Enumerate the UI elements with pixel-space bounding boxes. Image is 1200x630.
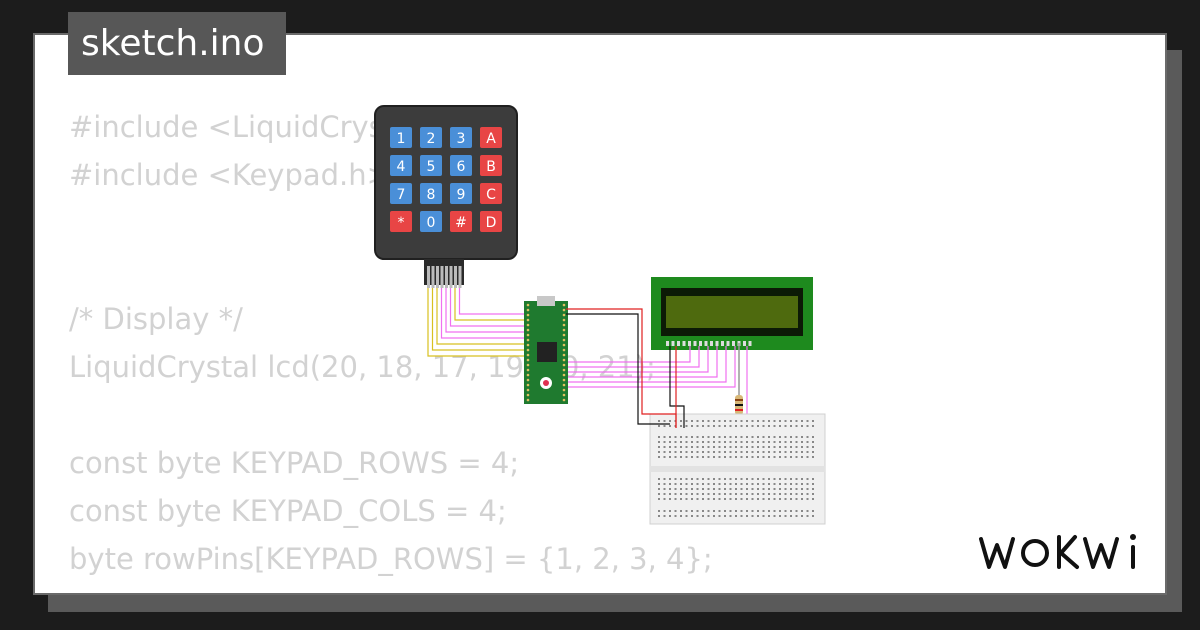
code-line: byte colPins[KEYPAD_COLS] = {5, 6, 7, 8}… xyxy=(69,583,713,593)
keypad-4x4[interactable]: 1 2 3 A 4 5 6 B 7 8 9 C * 0 # D xyxy=(374,105,518,285)
keypad-key-label: 7 xyxy=(397,187,406,203)
breadboard[interactable] xyxy=(649,413,826,525)
keypad-key-label: D xyxy=(486,215,497,231)
keypad-key[interactable]: 5 xyxy=(420,155,442,176)
keypad-key[interactable]: 7 xyxy=(390,183,412,204)
keypad-key-label: C xyxy=(486,187,496,203)
pico-wires xyxy=(566,308,685,428)
code-line: /* Display */ xyxy=(69,302,243,336)
keypad-key-label: B xyxy=(486,159,496,175)
keypad-key-label: 5 xyxy=(427,159,436,175)
keypad-key[interactable]: 8 xyxy=(420,183,442,204)
keypad-key-label: 2 xyxy=(427,131,436,147)
keypad-key-label: 3 xyxy=(457,131,466,147)
keypad-key-label: 0 xyxy=(427,215,436,231)
keypad-key[interactable]: 0 xyxy=(420,211,442,232)
code-line: #include <Keypad.h> xyxy=(69,158,391,192)
lcd-wires xyxy=(566,346,748,428)
keypad-key-label: 6 xyxy=(457,159,466,175)
keypad-key-label: 4 xyxy=(397,159,406,175)
code-line: byte rowPins[KEYPAD_ROWS] = {1, 2, 3, 4}… xyxy=(69,542,713,576)
keypad-key[interactable]: 6 xyxy=(450,155,472,176)
keypad-key-label: A xyxy=(486,131,496,147)
keypad-key-label: 9 xyxy=(457,187,466,203)
filename-tab: sketch.ino xyxy=(68,12,286,75)
keypad-key-label: 8 xyxy=(427,187,436,203)
keypad-key[interactable]: 2 xyxy=(420,127,442,148)
code-line: const byte KEYPAD_COLS = 4; xyxy=(69,494,507,528)
keypad-key[interactable]: 3 xyxy=(450,127,472,148)
keypad-key[interactable]: B xyxy=(480,155,502,176)
keypad-key[interactable]: 4 xyxy=(390,155,412,176)
keypad-header-pins xyxy=(427,266,462,288)
keypad-key-label: * xyxy=(398,215,405,231)
keypad-key[interactable]: * xyxy=(390,211,412,232)
raspberry-pi-pico[interactable] xyxy=(524,296,568,404)
code-line: const byte KEYPAD_ROWS = 4; xyxy=(69,446,520,480)
keypad-wires xyxy=(427,288,526,357)
keypad-key-label: 1 xyxy=(397,131,406,147)
lcd-1602[interactable] xyxy=(651,277,813,350)
keypad-key[interactable]: 1 xyxy=(390,127,412,148)
keypad-key-label: # xyxy=(455,215,467,231)
keypad-key[interactable]: # xyxy=(450,211,472,232)
raspberry-logo-icon xyxy=(540,377,552,389)
keypad-key[interactable]: C xyxy=(480,183,502,204)
lcd-pin-header xyxy=(666,341,752,346)
keypad-key[interactable]: D xyxy=(480,211,502,232)
keypad-key[interactable]: 9 xyxy=(450,183,472,204)
keypad-key[interactable]: A xyxy=(480,127,502,148)
wokwi-logo xyxy=(979,534,1136,569)
